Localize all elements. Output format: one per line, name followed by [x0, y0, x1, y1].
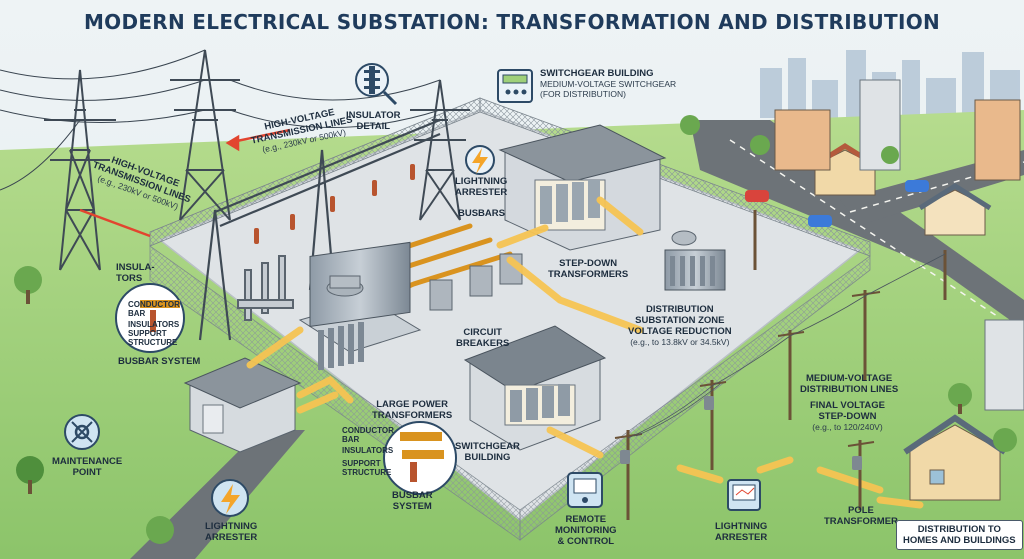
lightning-arrester-bottom-left-label: LIGHTNING ARRESTER	[205, 521, 258, 543]
distribution-transformers	[664, 230, 726, 291]
busbar-detail-center	[383, 421, 457, 495]
distribution-homes-label: DISTRIBUTION TO HOMES AND BUILDINGS	[896, 520, 1023, 550]
busbar-system-left-label: BUSBAR SYSTEM	[118, 356, 201, 367]
monitor-icon	[567, 472, 603, 508]
step-down-label: STEP-DOWN TRANSFORMERS	[548, 258, 629, 280]
power-flow-arrows	[246, 196, 924, 509]
maintenance-point-label: MAINTENANCE POINT	[52, 456, 123, 478]
switchgear-panel-icon	[497, 69, 533, 103]
busbar-detail-left	[115, 283, 185, 353]
pole-transformer-cans	[620, 396, 862, 470]
switchgear-building-center-label: SWITCHGEAR BUILDING	[455, 441, 520, 463]
gantry-structure	[198, 118, 441, 341]
cars	[745, 180, 929, 227]
circuit-breaker-units	[429, 253, 523, 311]
lightning-bolt-icon	[465, 145, 495, 175]
final-voltage-label: FINAL VOLTAGE STEP-DOWN (e.g., to 120/24…	[810, 400, 885, 432]
switchgear-building-center	[463, 325, 607, 451]
busbar-system-center-label: BUSBAR SYSTEM	[392, 490, 433, 512]
pole-transformer-label: POLE TRANSFORMER	[824, 505, 898, 527]
insulator-icon	[355, 63, 398, 106]
lightning-arrester-top-label: LIGHTNING ARRESTER	[455, 176, 508, 198]
disconnect-switches	[237, 255, 294, 321]
busbar-detail-left-labels: CONDUCTOR BAR INSULATORS SUPPORT STRUCTU…	[128, 300, 180, 347]
large-power-transformer	[298, 241, 422, 370]
circuit-breakers-label: CIRCUIT BREAKERS	[456, 327, 510, 349]
large-power-transformers-label: LARGE POWER TRANSFORMERS	[372, 399, 453, 421]
switchgear-building-top-label: SWITCHGEAR BUILDING MEDIUM-VOLTAGE SWITC…	[540, 68, 677, 99]
red-indicator-arrows	[79, 128, 291, 238]
busbars-label: BUSBARS	[458, 208, 505, 219]
lightning-arrester-bottom-right-label: LIGHTNING ARRESTER	[715, 521, 768, 543]
page-title: MODERN ELECTRICAL SUBSTATION: TRANSFORMA…	[83, 10, 941, 34]
utility-poles	[626, 210, 947, 520]
wrench-gear-icon	[64, 414, 100, 450]
mv-lines-label: MEDIUM-VOLTAGE DISTRIBUTION LINES	[800, 373, 899, 395]
lightning-bolt-icon-bottom	[211, 479, 249, 517]
trees	[14, 115, 1017, 544]
control-building	[183, 357, 302, 453]
remote-monitoring-label: REMOTE MONITORING & CONTROL	[555, 514, 617, 547]
laptop-monitor-icon	[727, 479, 761, 511]
busbar-detail-center-labels: CONDUCTOR BAR INSULATORS SUPPORT STRUCTU…	[342, 426, 394, 477]
insulator-detail-label: INSULATOR DETAIL	[346, 110, 401, 132]
insulators-left-label: INSULA- TORS	[116, 262, 155, 284]
insulator-strings	[254, 164, 415, 244]
distribution-zone-label: DISTRIBUTION SUBSTATION ZONE VOLTAGE RED…	[628, 304, 732, 347]
houses	[774, 79, 1024, 501]
